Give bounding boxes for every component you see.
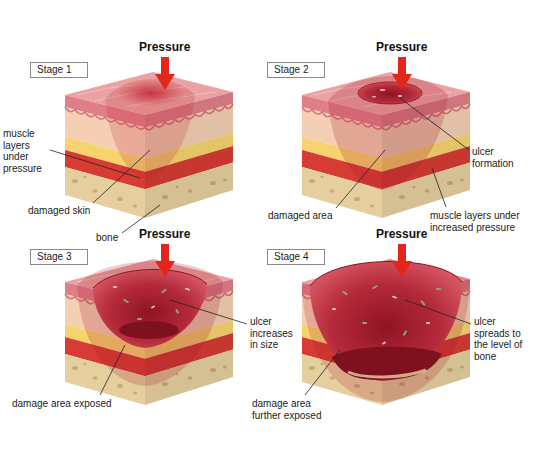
skin-block: [302, 72, 470, 218]
callout-label: muscle layers under pressure: [3, 128, 47, 174]
pressure-label: Pressure: [139, 40, 190, 54]
skin-block: [65, 259, 233, 405]
callout-label: damaged area: [268, 210, 333, 222]
skin-block: [302, 259, 470, 405]
callout-label: bone: [96, 232, 118, 244]
callout-label: damage area exposed: [12, 398, 112, 410]
callout-label: ulcer increases in size: [250, 316, 302, 351]
stage-label: Stage 2: [267, 62, 325, 78]
callout-label: damaged skin: [28, 205, 90, 217]
pressure-label: Pressure: [376, 227, 427, 241]
stage-text: Stage 2: [274, 64, 308, 75]
stage-label: Stage 4: [267, 249, 325, 265]
stage-label: Stage 3: [30, 249, 88, 265]
stage-label: Stage 1: [30, 62, 88, 78]
pressure-label: Pressure: [376, 40, 427, 54]
skin-block: [65, 72, 233, 218]
pressure-arrow: [155, 57, 412, 277]
stage-text: Stage 4: [274, 251, 308, 262]
callout-label: damage area further exposed: [252, 398, 332, 421]
callout-label: ulcer formation: [472, 146, 524, 169]
leader-line: [50, 98, 471, 395]
callout-label: ulcer spreads to the level of bone: [474, 316, 534, 362]
callout-label: muscle layers under increased pressure: [430, 210, 536, 233]
stage-text: Stage 1: [37, 64, 71, 75]
stage-text: Stage 3: [37, 251, 71, 262]
pressure-label: Pressure: [139, 227, 190, 241]
